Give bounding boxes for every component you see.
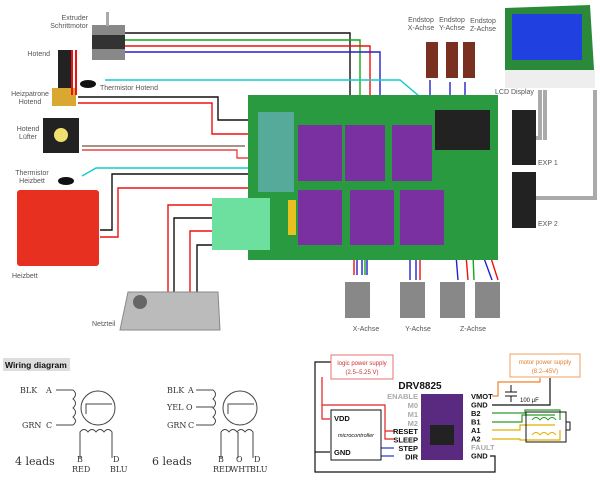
pin-a2: A2 [471,435,481,444]
lcd-display [505,5,595,88]
z-motor-label: Z-Achse [460,326,486,333]
endstop-z-label: Endstop [470,18,496,25]
pin-enable: ENABLE [387,392,418,401]
drv-left-pins: ENABLE M0 M1 M2 RESET SLEEP STEP DIR [387,392,418,462]
drv-wires [314,361,561,473]
endstop-x-label: Endstop [408,17,434,24]
six-grn: GRN [167,421,186,430]
pin-m2: M2 [408,419,418,428]
extruder-label-2: Schrittmotor [50,23,88,30]
pin-vmot: VMOT [471,392,493,401]
six-red: RED [213,465,231,474]
logic-supply-label: logic power supply [337,361,386,367]
exp1-label: EXP 1 [538,160,558,167]
mcu-vdd: VDD [334,414,350,423]
pin-fault: FAULT [471,443,495,452]
extruder-stepper-motor [92,12,125,60]
heated-bed [17,190,99,266]
four-c: C [46,421,52,430]
four-red: RED [72,465,90,474]
power-supply-label: Netzteil [92,321,116,328]
four-lead-motor [56,389,116,458]
x-motor-label: X-Achse [353,326,380,333]
exp2-label: EXP 2 [538,221,558,228]
wiring-diagram-title: Wiring diagram [5,360,67,370]
drv-chip [430,425,454,445]
six-d: D [254,455,260,464]
six-blk: BLK [167,386,185,395]
pin-m1: M1 [408,410,418,419]
motor-supply-label: motor power supply [519,360,571,366]
pin-b2: B2 [471,409,481,418]
exp1-connector [512,110,536,165]
pin-b1: B1 [471,418,481,427]
six-b: B [218,455,224,464]
endstop-y-label: Endstop [439,17,465,24]
four-blk: BLK [20,386,38,395]
thermistor-hotend-label: Thermistor Hotend [100,85,158,92]
drv-title: DRV8825 [398,381,442,392]
wiring-title-bg [3,358,70,371]
four-grn: GRN [22,421,41,430]
four-blu: BLU [110,465,128,474]
four-b: B [77,455,83,464]
thermistor-bed-label-2: Heizbett [19,178,45,185]
drv-right-pins: VMOT GND B2 B1 A1 A2 FAULT GND [471,392,495,461]
logic-supply-voltage: (2.5–5.25 V) [345,370,378,376]
endstop-x-label-2: X-Achse [408,25,435,32]
six-o: O [186,403,193,412]
pin-reset: RESET [393,427,418,436]
axis-motors [345,282,500,318]
pin-gnd-logic: GND [471,452,488,461]
pin-step: STEP [398,444,418,453]
mcu-gnd: GND [334,448,351,457]
hotend-fan [43,118,79,153]
pin-sleep: SLEEP [393,436,418,445]
capacitor-icon [505,385,517,402]
fan-label: Hotend [17,126,40,133]
hotend-image [52,50,77,106]
stepper-coil-icon [525,411,571,443]
pin-m0: M0 [408,401,418,410]
heater-cartridge-label: Heizpatrone [11,91,49,98]
y-motor-label: Y-Achse [405,326,431,333]
six-lead-motor [196,389,258,458]
endstops [426,42,475,78]
pin-a1: A1 [471,426,481,435]
endstop-y-label-2: Y-Achse [439,25,465,32]
mcu-label: microcontroller [338,433,375,439]
extruder-label: Extruder [62,15,89,22]
six-a: A [187,386,194,395]
six-leads-caption: 6 leads [152,455,192,468]
six-c: C [188,421,194,430]
six-blu: BLU [250,465,268,474]
exp2-connector [512,172,536,228]
pin-gnd-motor: GND [471,401,488,410]
four-d: D [113,455,119,464]
four-a: A [45,386,52,395]
capacitor-label: 100 µF [520,398,539,404]
ramps-board [212,95,498,260]
thermistor-bed-icon [58,177,74,185]
motor-supply-voltage: (8.2–45V) [532,369,558,375]
pin-dir: DIR [405,453,419,462]
logic-supply-box [330,354,394,380]
thermistor-bed-label: Thermistor [15,170,49,177]
six-wht: WHT [230,465,251,474]
thermistor-hotend-icon [80,80,96,88]
six-o-bottom: O [236,455,243,464]
endstop-z-label-2: Z-Achse [470,26,496,33]
four-leads-caption: 4 leads [15,455,55,468]
heated-bed-label: Heizbett [12,273,38,280]
fan-label-2: Lüfter [19,134,38,141]
six-yel: YEL [166,403,184,412]
lcd-label: LCD Display [495,89,534,96]
power-supply [119,291,221,331]
microcontroller-box [330,409,382,461]
hotend-label: Hotend [27,51,50,58]
motor-supply-box [509,353,581,378]
heater-cartridge-label-2: Hotend [19,99,42,106]
